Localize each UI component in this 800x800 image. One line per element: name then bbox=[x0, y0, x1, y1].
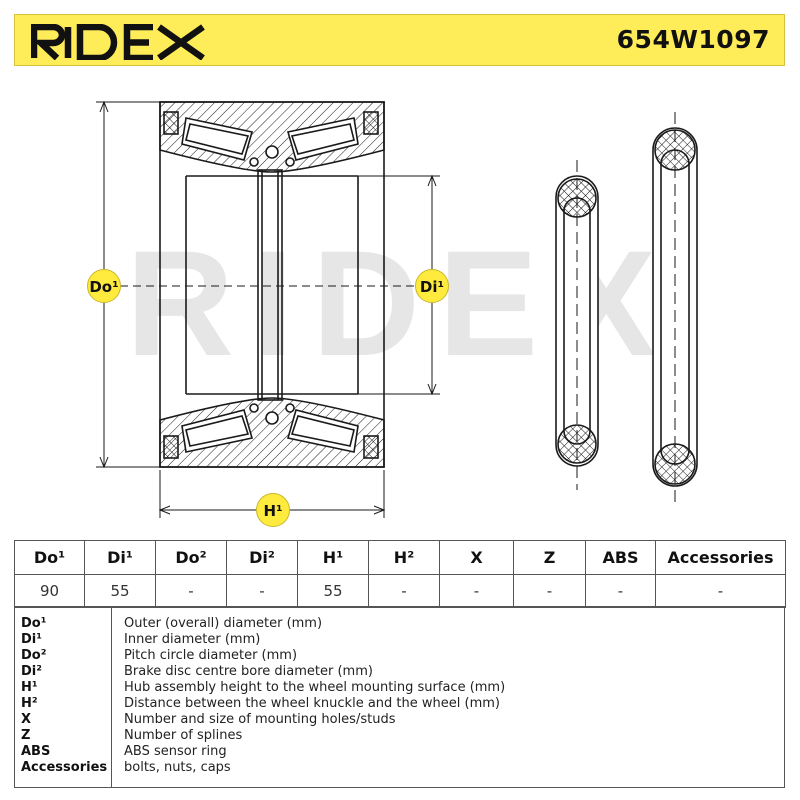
legend-code: ABS bbox=[21, 744, 51, 759]
spec-value: - bbox=[155, 574, 227, 608]
legend-desc: Number and size of mounting holes/studs bbox=[124, 712, 396, 727]
legend-desc: Distance between the wheel knuckle and t… bbox=[124, 696, 500, 711]
legend-code: X bbox=[21, 712, 32, 727]
spec-value: - bbox=[585, 574, 656, 608]
part-number: 654W1097 bbox=[616, 25, 770, 54]
spec-value: - bbox=[655, 574, 786, 608]
bearing-cross-section bbox=[159, 101, 385, 468]
spec-value: 55 bbox=[297, 574, 369, 608]
dimension-lines bbox=[96, 100, 440, 518]
height-badge: H¹ bbox=[256, 493, 290, 527]
spec-header-row: Do¹ Di¹ Do² Di² H¹ H² X Z ABS Accessorie… bbox=[14, 540, 786, 575]
legend-divider bbox=[111, 607, 112, 787]
legend-code: H² bbox=[21, 696, 38, 711]
spec-value: - bbox=[439, 574, 514, 608]
header-bar: 654W1097 bbox=[14, 14, 785, 66]
spec-header: X bbox=[439, 540, 514, 575]
legend-code: Di¹ bbox=[21, 632, 42, 647]
legend-desc: Pitch circle diameter (mm) bbox=[124, 648, 298, 663]
spec-header: Accessories bbox=[655, 540, 786, 575]
spec-header: Di¹ bbox=[84, 540, 156, 575]
legend-desc: Outer (overall) diameter (mm) bbox=[124, 616, 323, 631]
spec-header: H² bbox=[368, 540, 440, 575]
legend-code: Do² bbox=[21, 648, 47, 663]
outer-diameter-badge: Do¹ bbox=[87, 269, 121, 303]
legend-code: Di² bbox=[21, 664, 42, 679]
legend-code: Accessories bbox=[21, 760, 108, 775]
spec-header: Z bbox=[513, 540, 586, 575]
legend-desc: ABS sensor ring bbox=[124, 744, 227, 759]
spec-header: Do¹ bbox=[14, 540, 85, 575]
legend-desc: Inner diameter (mm) bbox=[124, 632, 261, 647]
bearing-drawing: RIDEX bbox=[96, 100, 698, 518]
legend-code: Z bbox=[21, 728, 31, 743]
spec-value-row: 90 55 - - 55 - - - - - bbox=[14, 574, 786, 608]
spec-header: Di² bbox=[226, 540, 298, 575]
legend-desc: bolts, nuts, caps bbox=[124, 760, 231, 775]
spec-value: 90 bbox=[14, 574, 85, 608]
legend-box: Do¹ Outer (overall) diameter (mm) Di¹ In… bbox=[14, 606, 785, 788]
legend-desc: Number of splines bbox=[124, 728, 243, 743]
legend-desc: Hub assembly height to the wheel mountin… bbox=[124, 680, 506, 695]
inner-diameter-badge: Di¹ bbox=[415, 269, 449, 303]
spec-header: Do² bbox=[155, 540, 227, 575]
spec-header: ABS bbox=[585, 540, 656, 575]
spec-value: - bbox=[226, 574, 298, 608]
o-ring-large bbox=[652, 112, 698, 502]
spec-header: H¹ bbox=[297, 540, 369, 575]
ridex-logo bbox=[31, 24, 205, 60]
technical-drawing: RIDEX bbox=[0, 66, 800, 538]
spec-value: - bbox=[368, 574, 440, 608]
spec-value: 55 bbox=[84, 574, 156, 608]
legend-code: H¹ bbox=[21, 680, 38, 695]
legend-code: Do¹ bbox=[21, 616, 47, 631]
spec-value: - bbox=[513, 574, 586, 608]
legend-desc: Brake disc centre bore diameter (mm) bbox=[124, 664, 373, 679]
spec-table: Do¹ Di¹ Do² Di² H¹ H² X Z ABS Accessorie… bbox=[14, 540, 786, 608]
o-ring-small bbox=[555, 160, 599, 490]
